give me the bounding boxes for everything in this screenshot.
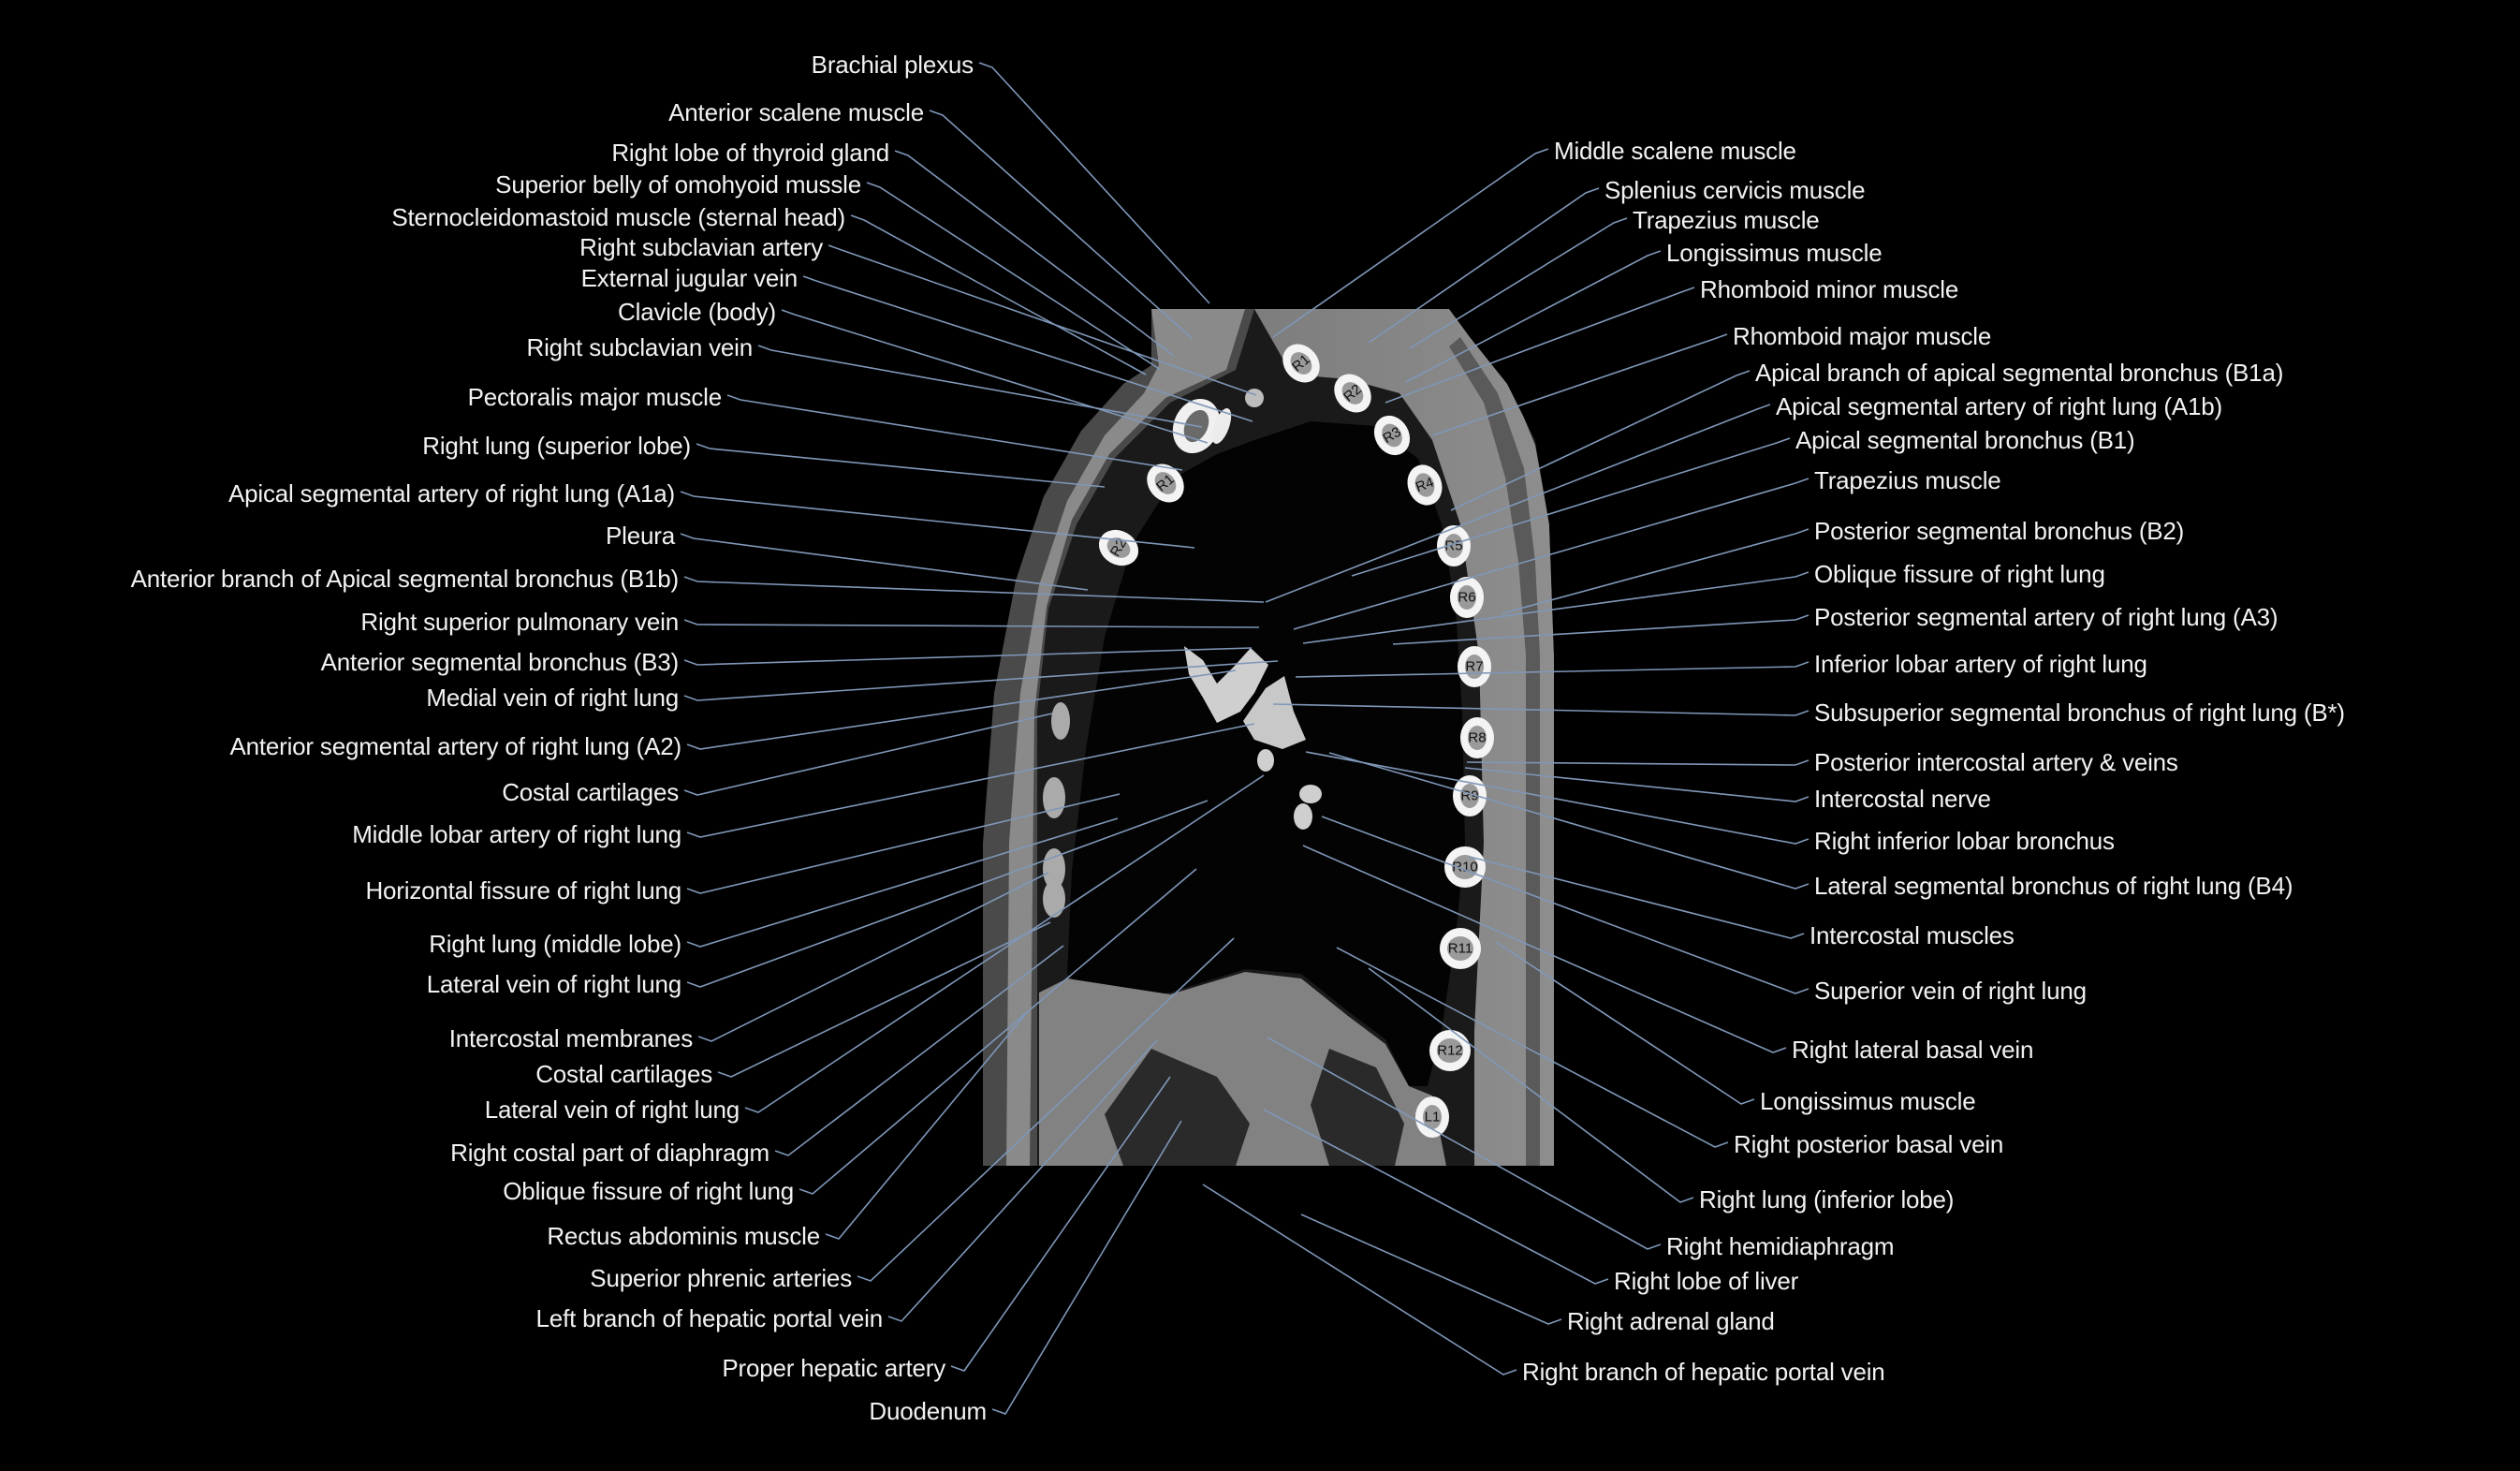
label-right-lung-inferior-lobe: Right lung (inferior lobe)	[1699, 1185, 1955, 1214]
svg-text:R12: R12	[1437, 1043, 1463, 1059]
svg-text:R5: R5	[1444, 538, 1462, 554]
label-posterior-segmental-artery-of-right-lung-a3: Posterior segmental artery of right lung…	[1814, 603, 2278, 631]
label-trapezius-muscle: Trapezius muscle	[1633, 206, 1820, 234]
label-lateral-vein-of-right-lung: Lateral vein of right lung	[484, 1096, 740, 1124]
svg-text:R9: R9	[1460, 788, 1478, 804]
label-sternocleidomastoid-muscle-sternal-head: Sternocleidomastoid muscle (sternal head…	[391, 203, 845, 231]
label-intercostal-membranes: Intercostal membranes	[448, 1024, 693, 1052]
label-duodenum: Duodenum	[869, 1397, 987, 1425]
label-right-lateral-basal-vein: Right lateral basal vein	[1792, 1036, 2034, 1064]
label-medial-vein-of-right-lung: Medial vein of right lung	[426, 684, 679, 712]
label-intercostal-nerve: Intercostal nerve	[1814, 785, 1991, 813]
label-longissimus-muscle: Longissimus muscle	[1666, 239, 1883, 267]
rib-l1: L1	[1415, 1096, 1449, 1138]
label-lateral-vein-of-right-lung: Lateral vein of right lung	[426, 970, 682, 998]
label-costal-cartilages: Costal cartilages	[535, 1060, 712, 1088]
svg-text:R6: R6	[1458, 590, 1475, 606]
svg-text:R10: R10	[1452, 860, 1478, 875]
label-external-jugular-vein: External jugular vein	[580, 264, 798, 292]
label-longissimus-muscle: Longissimus muscle	[1760, 1087, 1976, 1115]
label-right-branch-of-hepatic-portal-vein: Right branch of hepatic portal vein	[1522, 1358, 1885, 1386]
label-apical-segmental-artery-of-right-lung-a1a: Apical segmental artery of right lung (A…	[228, 479, 675, 507]
svg-text:R11: R11	[1448, 941, 1472, 957]
label-oblique-fissure-of-right-lung: Oblique fissure of right lung	[503, 1177, 794, 1205]
label-subsuperior-segmental-bronchus-of-right-lung-b: Subsuperior segmental bronchus of right …	[1814, 699, 2345, 727]
label-costal-cartilages: Costal cartilages	[502, 778, 679, 806]
label-right-lung-middle-lobe: Right lung (middle lobe)	[429, 930, 681, 958]
label-apical-branch-of-apical-segmental-bronchus-b1a: Apical branch of apical segmental bronch…	[1755, 359, 2284, 387]
label-superior-vein-of-right-lung: Superior vein of right lung	[1814, 977, 2087, 1005]
rib-r1: R1	[1282, 344, 1320, 383]
svg-text:L1: L1	[1425, 1110, 1441, 1125]
label-rhomboid-minor-muscle: Rhomboid minor muscle	[1700, 275, 1959, 303]
label-superior-belly-of-omohyoid-mussle: Superior belly of omohyoid mussle	[495, 170, 861, 199]
rib-r6: R6	[1450, 577, 1484, 618]
label-right-lung-superior-lobe: Right lung (superior lobe)	[422, 432, 691, 460]
label-anterior-segmental-artery-of-right-lung-a2: Anterior segmental artery of right lung …	[229, 732, 681, 760]
label-anterior-branch-of-apical-segmental-bronchus-b1b: Anterior branch of Apical segmental bron…	[130, 565, 680, 593]
label-pectoralis-major-muscle: Pectoralis major muscle	[467, 383, 723, 411]
label-rectus-abdominis-muscle: Rectus abdominis muscle	[547, 1222, 820, 1250]
label-superior-phrenic-arteries: Superior phrenic arteries	[590, 1264, 852, 1292]
label-posterior-intercostal-artery-veins: Posterior intercostal artery & veins	[1814, 748, 2178, 776]
label-oblique-fissure-of-right-lung: Oblique fissure of right lung	[1814, 560, 2105, 588]
label-right-lobe-of-liver: Right lobe of liver	[1614, 1267, 1799, 1295]
label-anterior-scalene-muscle: Anterior scalene muscle	[668, 98, 924, 126]
label-anterior-segmental-bronchus-b3: Anterior segmental bronchus (B3)	[320, 648, 680, 676]
label-right-posterior-basal-vein: Right posterior basal vein	[1734, 1130, 2004, 1158]
label-brachial-plexus: Brachial plexus	[811, 51, 974, 79]
label-splenius-cervicis-muscle: Splenius cervicis muscle	[1604, 176, 1866, 204]
rib-r11: R11	[1440, 928, 1481, 969]
label-lateral-segmental-bronchus-of-right-lung-b4: Lateral segmental bronchus of right lung…	[1814, 872, 2293, 900]
rib-r7: R7	[1458, 646, 1491, 687]
label-right-subclavian-vein: Right subclavian vein	[526, 333, 754, 361]
rib-r10: R10	[1444, 846, 1486, 888]
rib-r9: R9	[1453, 775, 1487, 816]
label-left-branch-of-hepatic-portal-vein: Left branch of hepatic portal vein	[535, 1304, 884, 1332]
label-trapezius-muscle: Trapezius muscle	[1814, 466, 2001, 494]
label-right-subclavian-artery: Right subclavian artery	[579, 233, 823, 261]
label-inferior-lobar-artery-of-right-lung: Inferior lobar artery of right lung	[1814, 650, 2147, 678]
svg-text:R7: R7	[1465, 659, 1483, 675]
label-posterior-segmental-bronchus-b2: Posterior segmental bronchus (B2)	[1814, 517, 2185, 545]
label-right-hemidiaphragm: Right hemidiaphragm	[1666, 1232, 1895, 1260]
label-right-inferior-lobar-bronchus: Right inferior lobar bronchus	[1814, 827, 2115, 855]
svg-text:R8: R8	[1468, 730, 1486, 746]
label-middle-lobar-artery-of-right-lung: Middle lobar artery of right lung	[352, 820, 681, 848]
label-rhomboid-major-muscle: Rhomboid major muscle	[1733, 322, 1992, 350]
label-apical-segmental-artery-of-right-lung-a1b: Apical segmental artery of right lung (A…	[1776, 392, 2222, 420]
label-intercostal-muscles: Intercostal muscles	[1809, 921, 2015, 949]
label-right-costal-part-of-diaphragm: Right costal part of diaphragm	[450, 1139, 769, 1167]
label-clavicle-body: Clavicle (body)	[618, 298, 776, 326]
label-pleura: Pleura	[606, 522, 675, 550]
rib-r8: R8	[1460, 717, 1494, 758]
label-apical-segmental-bronchus-b1: Apical segmental bronchus (B1)	[1795, 426, 2135, 454]
rib-r12: R12	[1429, 1030, 1471, 1071]
rib-r2: R2	[1334, 374, 1371, 413]
label-right-adrenal-gland: Right adrenal gland	[1567, 1307, 1775, 1335]
rib-r5: R5	[1437, 525, 1471, 566]
label-horizontal-fissure-of-right-lung: Horizontal fissure of right lung	[365, 876, 681, 905]
label-proper-hepatic-artery: Proper hepatic artery	[722, 1354, 945, 1382]
label-right-superior-pulmonary-vein: Right superior pulmonary vein	[360, 608, 679, 636]
label-right-lobe-of-thyroid-gland: Right lobe of thyroid gland	[611, 139, 889, 167]
label-middle-scalene-muscle: Middle scalene muscle	[1554, 137, 1796, 165]
